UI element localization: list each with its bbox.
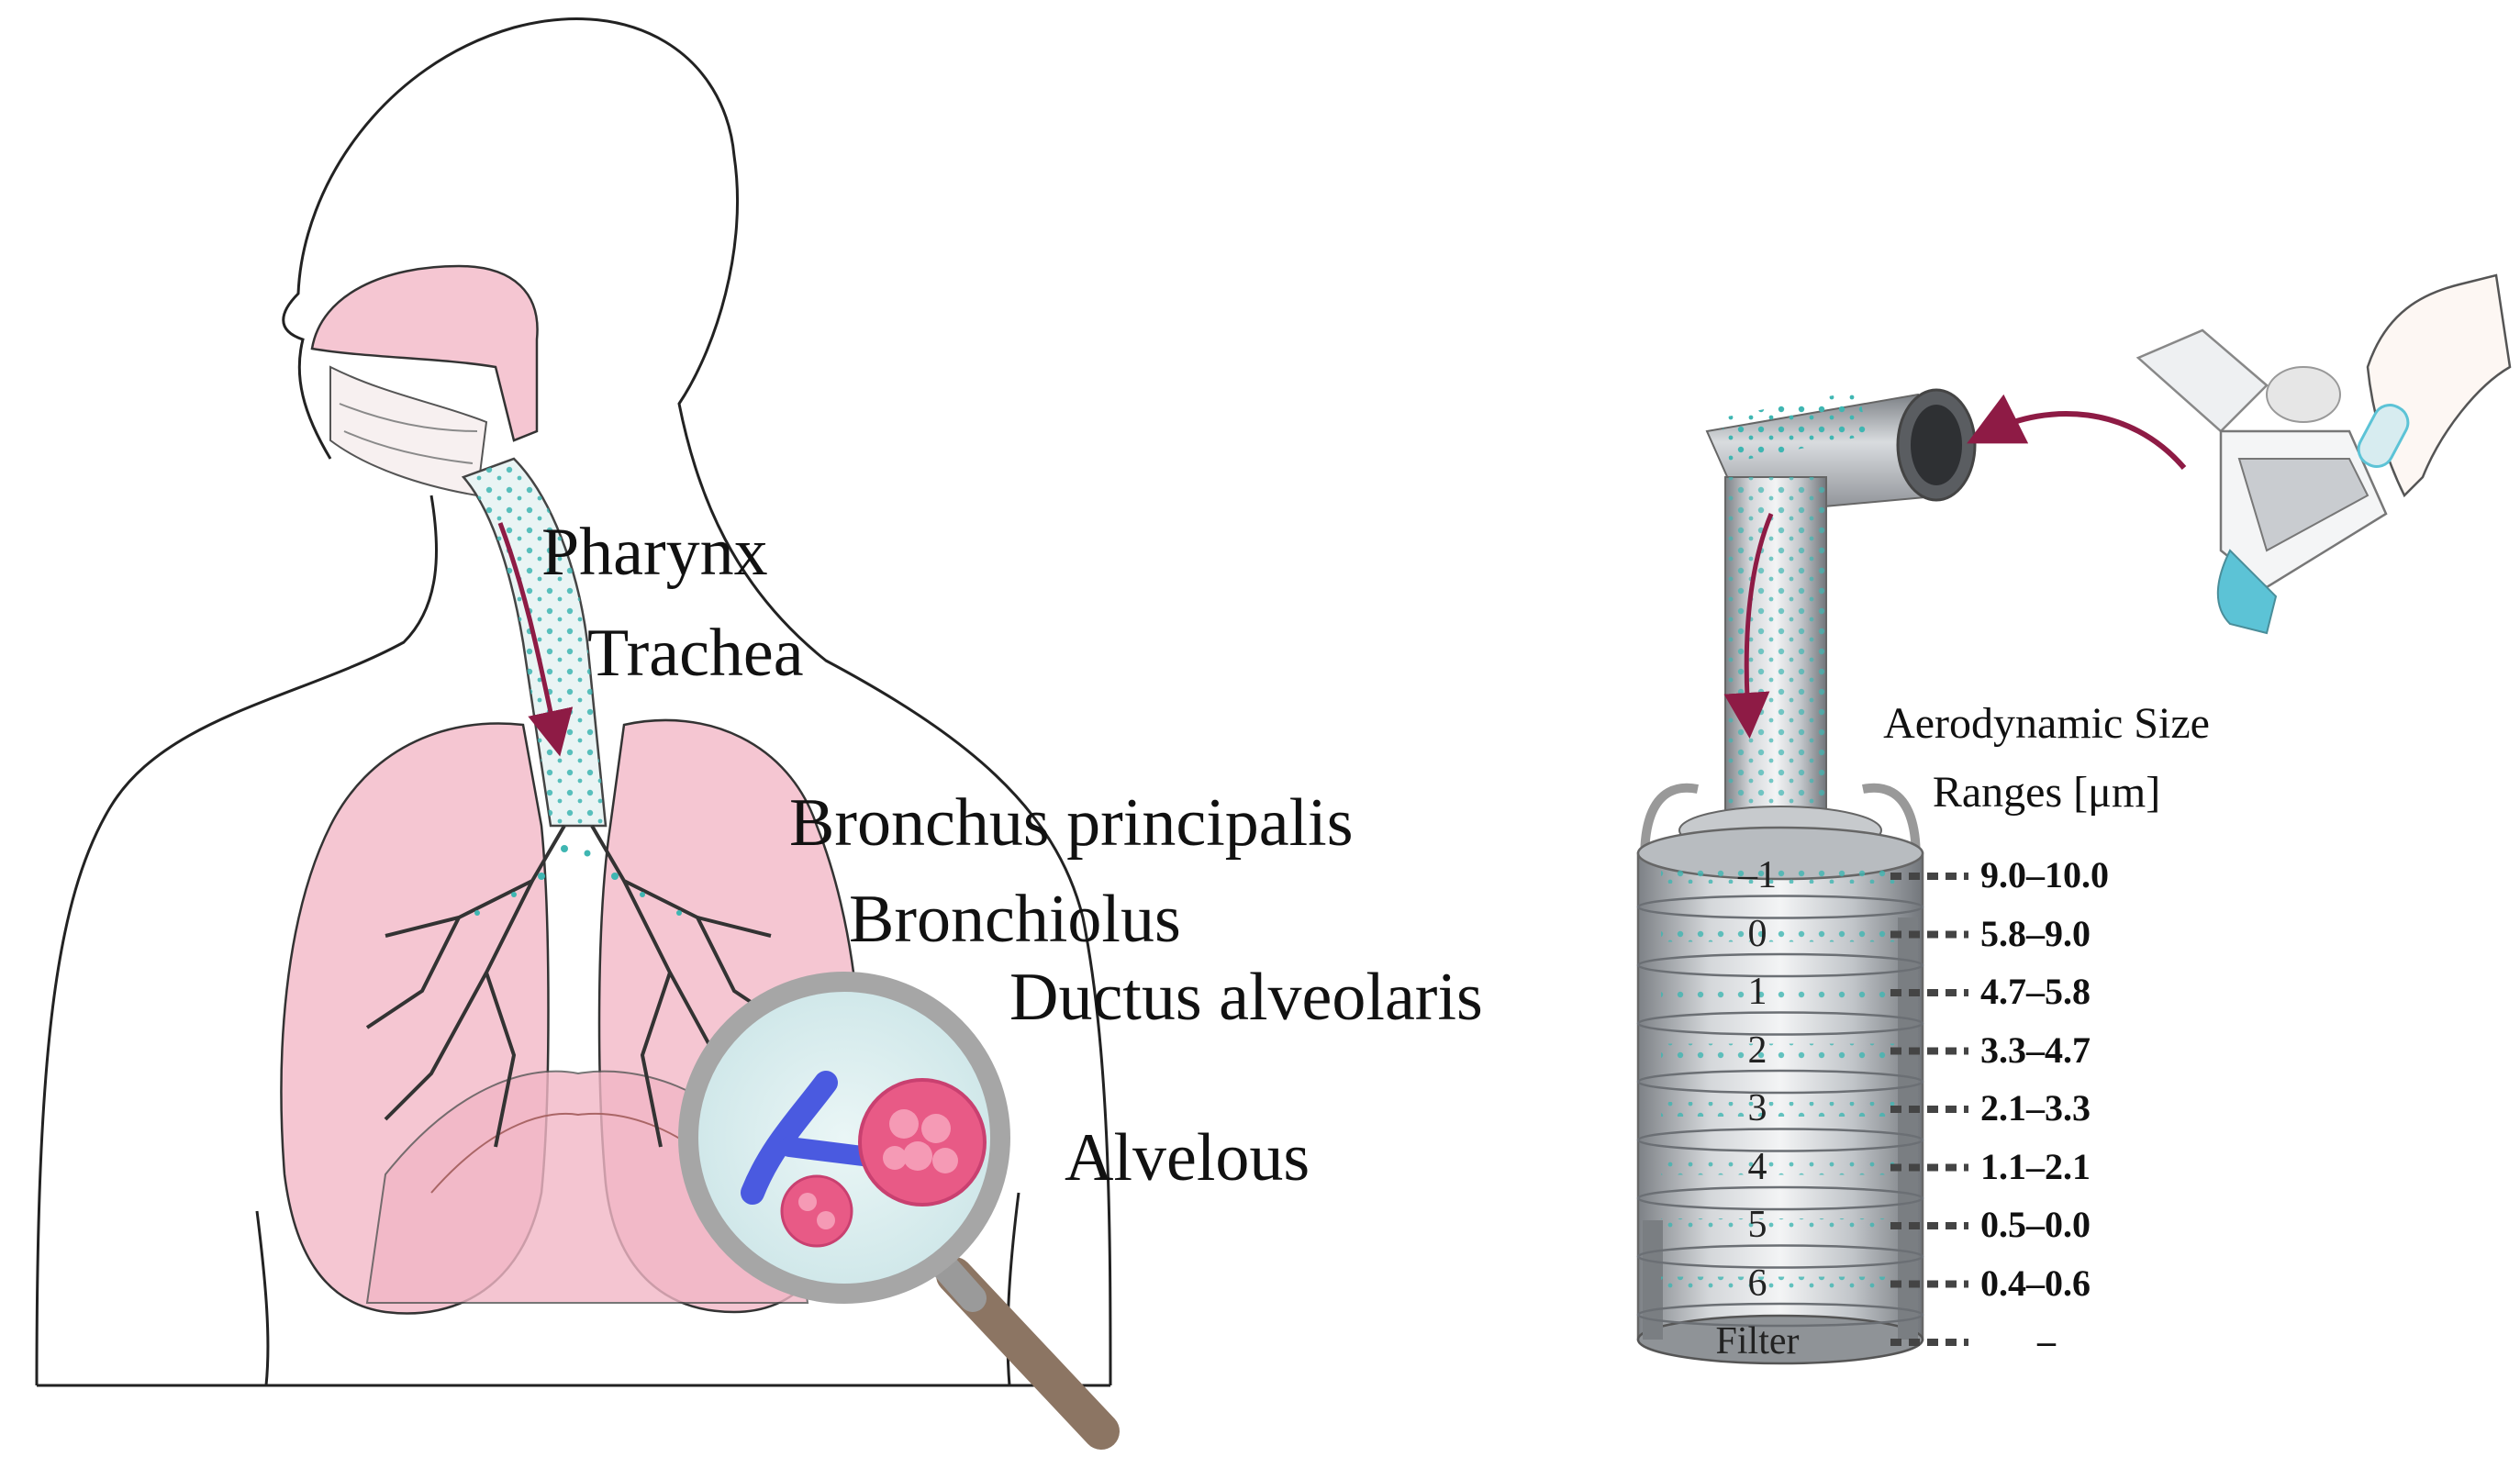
size-ranges-header-line2: Ranges [μm] <box>1932 768 2161 817</box>
range-leaders <box>1890 873 1968 1346</box>
stage-number: 0 <box>1747 912 1767 955</box>
size-ranges-header-line1: Aerodynamic Size <box>1883 699 2210 748</box>
stage-range: 0.4–0.6 <box>1980 1262 2091 1304</box>
impactor-inlet <box>1705 388 1977 817</box>
magnifier <box>678 972 1120 1450</box>
stage-ring <box>1636 1302 1924 1328</box>
stage-number: 6 <box>1747 1262 1767 1305</box>
stage-deposit <box>1661 869 1900 884</box>
stage-number: 4 <box>1747 1145 1767 1188</box>
stage-ring <box>1636 1011 1924 1036</box>
stage-number: –1 <box>1738 854 1777 896</box>
label-pharynx: Pharynx <box>541 515 768 590</box>
stage-deposit <box>1661 1218 1900 1233</box>
airway-tube <box>461 457 608 828</box>
human-silhouette <box>35 17 1112 1387</box>
stage-range: 3.3–4.7 <box>1980 1029 2091 1071</box>
impactor-body <box>1636 783 1924 1365</box>
stage-deposit <box>1661 1043 1900 1059</box>
stage-range: 0.5–0.0 <box>1980 1204 2091 1245</box>
nasal-cavity <box>310 264 539 497</box>
stage-ring <box>1636 952 1924 978</box>
stage-number: Filter <box>1715 1320 1800 1362</box>
stage-ring <box>1636 1069 1924 1095</box>
label-bronchus: Bronchus principalis <box>789 785 1354 861</box>
stage-deposit <box>1661 1276 1900 1292</box>
delivery-arrow <box>1967 394 2187 470</box>
stage-deposit <box>1661 1102 1900 1117</box>
stage-number: 2 <box>1747 1029 1767 1072</box>
stage-deposit <box>1661 985 1900 1000</box>
label-ductus: Ductus alveolaris <box>1009 960 1483 1035</box>
stage-ring <box>1636 895 1924 919</box>
label-bronchiolus: Bronchiolus <box>849 882 1181 957</box>
stage-ring <box>1636 1128 1924 1152</box>
label-trachea: Trachea <box>587 616 804 691</box>
stage-range: 4.7–5.8 <box>1980 971 2091 1012</box>
inhaler-device <box>2135 328 2388 635</box>
stage-ring <box>1636 1185 1924 1211</box>
stage-number: 3 <box>1747 1087 1767 1129</box>
stage-range: – <box>2037 1320 2056 1362</box>
stage-deposit <box>1661 1160 1900 1175</box>
stage-number: 5 <box>1747 1204 1767 1246</box>
stage-range: 5.8–9.0 <box>1980 912 2091 954</box>
stage-deposit <box>1661 927 1900 942</box>
bronchial-particles <box>474 845 682 916</box>
stage-range: 2.1–3.3 <box>1980 1087 2091 1129</box>
stage-number: 1 <box>1747 971 1767 1013</box>
stage-range: 9.0–10.0 <box>1980 854 2109 895</box>
hand <box>2357 273 2512 498</box>
label-alvelous: Alvelous <box>1065 1120 1310 1195</box>
stage-range: 1.1–2.1 <box>1980 1145 2091 1187</box>
stage-ring <box>1636 1244 1924 1269</box>
